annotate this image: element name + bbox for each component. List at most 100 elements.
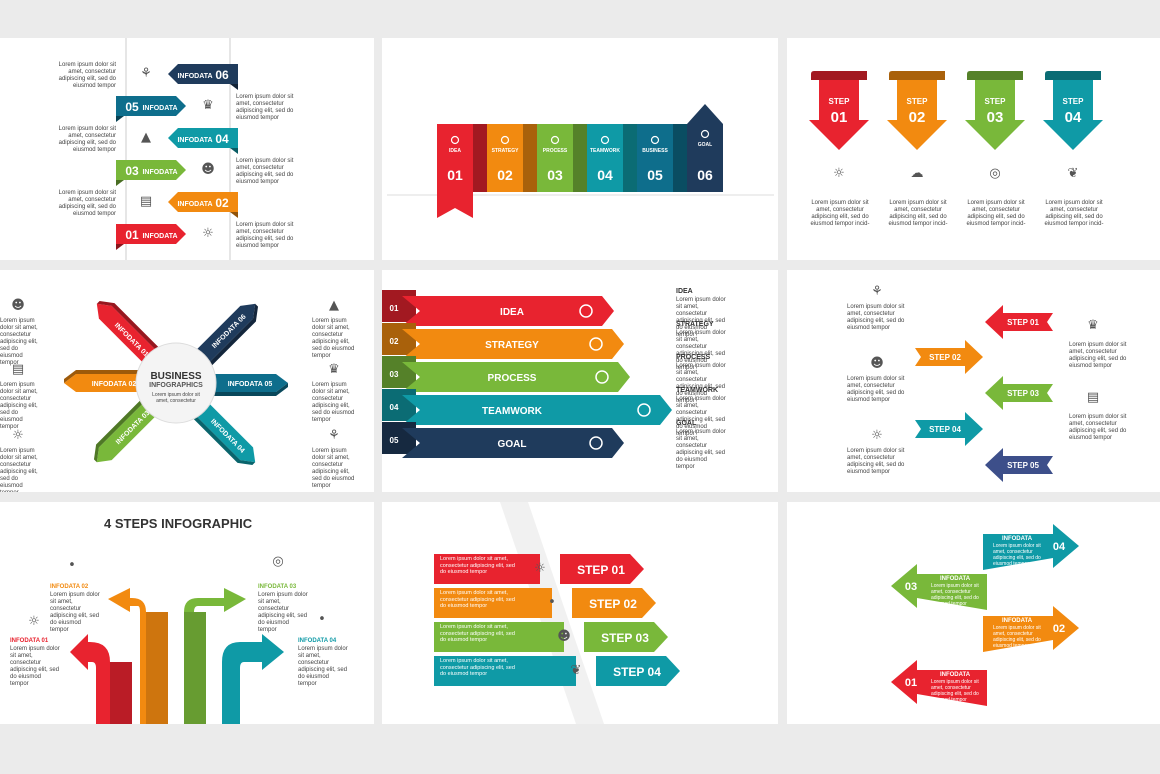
desc-title: IDEA xyxy=(676,288,693,295)
infodata-arm-2: INFODATA 02 xyxy=(64,370,140,392)
step-text: Lorem ipsum dolor sit amet, consectetur … xyxy=(440,658,515,677)
plant-icon: ⚘ xyxy=(328,428,340,443)
arm-label: INFODATA 05 xyxy=(228,381,273,388)
list-tab xyxy=(382,356,416,388)
step-text: Lorem ipsum dolor sit amet, consectetur … xyxy=(440,590,515,609)
bubble-arrow-01 xyxy=(891,660,987,706)
list-icon-globe-icon xyxy=(637,403,651,417)
list-icon-lightbulb-icon xyxy=(579,304,593,318)
arm-shadow xyxy=(192,414,256,466)
infodata-arm-5: INFODATA 05 xyxy=(212,374,288,396)
ribbon-label: PROCESS xyxy=(543,148,568,154)
step-arrow-4 xyxy=(222,634,284,724)
ribbon-fold xyxy=(230,212,238,218)
center-text: Lorem ipsum dolor sit amet, consectetur xyxy=(152,392,200,404)
desc-text: Lorem ipsum dolor sit amet, consectetur … xyxy=(58,190,116,217)
step-arrow-1 xyxy=(70,634,110,724)
ribbon-03 xyxy=(537,124,573,192)
down-arrow-04 xyxy=(1043,80,1103,150)
ribbon-label: IDEA xyxy=(449,148,461,154)
list-number: 03 xyxy=(390,370,399,379)
step-arrow-2-side xyxy=(146,612,168,724)
growth-chart-icon: • xyxy=(318,612,326,627)
trophy-icon: ♛ xyxy=(1087,318,1099,333)
list-arrow-05 xyxy=(402,428,624,458)
step-label: STEP 01 xyxy=(577,563,625,577)
desc-text: Lorem ipsum dolor sit amet, consectetur … xyxy=(312,448,355,489)
step-right-4 xyxy=(596,656,680,686)
arm-bar xyxy=(212,374,288,392)
document-icon: ▤ xyxy=(11,362,25,377)
ribbon-number: 01 xyxy=(447,167,463,183)
zig-arrow-2 xyxy=(915,340,983,374)
ribbon-label: BUSINESS xyxy=(642,148,668,154)
lightbulb-icon: ☼ xyxy=(534,561,546,576)
list-number: 01 xyxy=(390,304,399,313)
lightbulb-icon: ☼ xyxy=(202,226,214,241)
zig-label: STEP 02 xyxy=(929,353,961,362)
ribbon-number: 05 xyxy=(647,167,663,183)
slide-7-graphic xyxy=(70,588,284,724)
bubble-label: INFODATA xyxy=(1002,536,1033,542)
bubble-label: INFODATA xyxy=(1002,618,1033,624)
ribbon-fold xyxy=(573,124,587,192)
zig-label: STEP 05 xyxy=(1007,461,1039,470)
head-gear-icon: ☻ xyxy=(11,298,25,313)
desc-text: Lorem ipsum dolor sit amet, consectetur … xyxy=(50,592,100,633)
down-arrow-02 xyxy=(887,80,947,150)
desc-text: Lorem ipsum dolor sit amet, consectetur … xyxy=(847,304,905,331)
desc-text: Lorem ipsum dolor sit amet, consectetur … xyxy=(236,94,294,121)
ribbon-02 xyxy=(487,124,523,192)
arrow-number: 03 xyxy=(987,109,1004,126)
ribbon-label: GOAL xyxy=(698,142,712,148)
list-label: GOAL xyxy=(498,439,527,450)
ribbon-fold xyxy=(230,84,238,90)
ribbon-tail xyxy=(437,192,473,218)
arm-bar xyxy=(195,303,256,364)
list-number: 05 xyxy=(390,436,399,445)
desc-text: Lorem ipsum dolor sit amet, consectetur … xyxy=(1069,414,1127,441)
ribbon-fold xyxy=(116,116,124,122)
step-label: STEP 02 xyxy=(589,597,637,611)
desc-text: Lorem ipsum dolor sit amet, consectetur … xyxy=(312,318,355,359)
lightbulb-icon: ☼ xyxy=(28,614,40,629)
desc-text: Lorem ipsum dolor sit amet, consectetur … xyxy=(236,158,294,185)
step-left-3 xyxy=(434,622,564,652)
step-text: Lorem ipsum dolor sit amet, consectetur … xyxy=(440,624,515,643)
info-label: INFODATA 01 xyxy=(10,638,49,644)
ribbon-label: INFODATA xyxy=(142,233,177,240)
desc-text: Lorem ipsum dolor sit amet, consectetur … xyxy=(847,448,905,475)
ribbon-02 xyxy=(168,192,238,212)
desc-text: Lorem ipsum dolor sit amet, consectetur … xyxy=(1044,200,1104,227)
document-icon: ▤ xyxy=(139,194,153,209)
list-tab xyxy=(382,323,416,355)
list-number: 04 xyxy=(390,403,399,412)
ribbon-fold xyxy=(673,124,687,192)
lightbulb-icon: ☼ xyxy=(12,428,24,443)
center-title: BUSINESS xyxy=(150,371,202,382)
ribbon-label: INFODATA xyxy=(142,169,177,176)
step-label: STEP 04 xyxy=(613,665,661,679)
ribbon-06 xyxy=(168,64,238,84)
desc-text: Lorem ipsum dolor sit amet, consectetur … xyxy=(1069,342,1127,369)
ribbon-number: 02 xyxy=(215,196,229,210)
step-arrow-1-side xyxy=(110,662,132,724)
step-right-3 xyxy=(584,622,668,652)
desc-text: Lorem ipsum dolor sit amet, consectetur … xyxy=(676,396,726,437)
arm-label: INFODATA 02 xyxy=(92,381,137,388)
desc-text: Lorem ipsum dolor sit amet, consectetur … xyxy=(888,200,948,227)
arrow-number: 04 xyxy=(1065,109,1082,126)
list-tab xyxy=(382,389,416,421)
center-subtitle: INFOGRAPHICS xyxy=(149,382,203,389)
